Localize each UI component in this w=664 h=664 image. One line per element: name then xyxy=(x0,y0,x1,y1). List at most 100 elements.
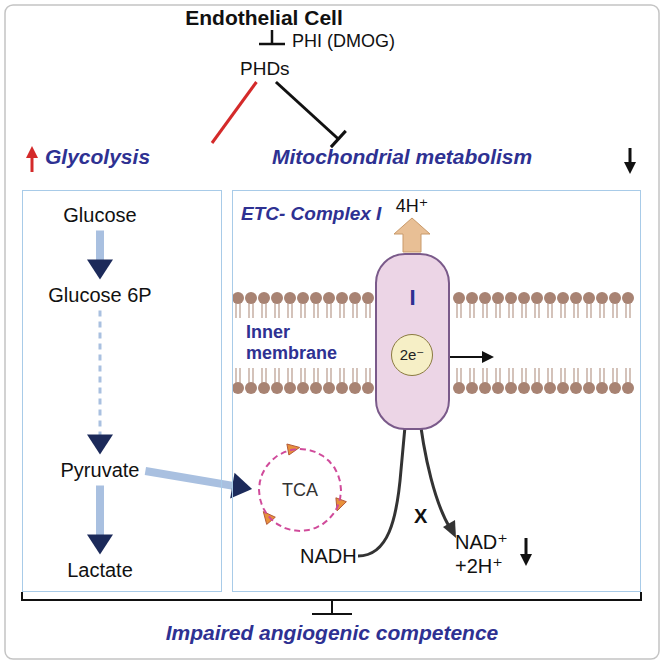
lipid-head xyxy=(492,292,504,304)
lipid-tail xyxy=(512,368,513,383)
lipid-head xyxy=(505,382,517,394)
connector xyxy=(87,231,113,280)
lipid-tail xyxy=(330,303,331,318)
lipid-tail xyxy=(261,303,262,318)
lipid-head xyxy=(570,292,582,304)
lipid-tail xyxy=(538,303,539,318)
lipid-head xyxy=(479,292,491,304)
lipid-tail xyxy=(560,303,561,318)
cell-frame xyxy=(5,5,659,659)
lipid-tail xyxy=(300,303,301,318)
cycle-circle: TCA xyxy=(258,448,342,532)
lipid-tail xyxy=(616,368,617,383)
lipid-tail xyxy=(486,368,487,383)
enzyme-label: PHDs xyxy=(237,56,293,82)
lipid-tail xyxy=(248,303,249,318)
increase-arrow xyxy=(26,146,38,172)
lipid-tail xyxy=(235,368,236,383)
lipid-tail xyxy=(629,303,630,318)
lipid-tail xyxy=(482,368,483,383)
electron-circle: 2e⁻ xyxy=(391,334,433,376)
lipid-tail xyxy=(590,368,591,383)
connector-line xyxy=(98,311,101,436)
lipid-tail xyxy=(551,368,552,383)
lipid-tail xyxy=(499,368,500,383)
lipid-tail xyxy=(313,368,314,383)
lipid-tail xyxy=(508,368,509,383)
lipid-head xyxy=(271,382,283,394)
node-text: Mitochondrial metabolism xyxy=(272,145,532,169)
cycle-arrows xyxy=(263,444,346,524)
lipid-tail xyxy=(274,368,275,383)
lipid-tail xyxy=(599,368,600,383)
node-text: Glucose 6P xyxy=(48,284,151,307)
lipid-head xyxy=(466,382,478,394)
lipid-tail xyxy=(304,368,305,383)
lipid-head xyxy=(258,382,270,394)
lipid-tail xyxy=(313,303,314,318)
connector xyxy=(212,82,256,143)
lipid-tail xyxy=(287,303,288,318)
inhibition-symbol xyxy=(259,30,285,44)
lipid-tail xyxy=(612,303,613,318)
metabolite: Glucose xyxy=(63,204,136,227)
lipid-tail xyxy=(317,368,318,383)
lipid-tail xyxy=(590,303,591,318)
lipid-tail xyxy=(330,368,331,383)
bracket xyxy=(22,592,641,614)
lipid-tail xyxy=(495,303,496,318)
lipid-tail xyxy=(469,303,470,318)
lipid-head xyxy=(245,382,257,394)
lipid-tail xyxy=(339,303,340,318)
lipid-head xyxy=(609,382,621,394)
lipid-head xyxy=(557,292,569,304)
lipid-tail xyxy=(291,368,292,383)
lipid-tail xyxy=(508,303,509,318)
lipid-head xyxy=(297,292,309,304)
lipid-tail xyxy=(473,368,474,383)
complex-i: I2e⁻ xyxy=(375,253,450,430)
lipid-head xyxy=(466,292,478,304)
lipid-tail xyxy=(261,368,262,383)
lipid-tail xyxy=(239,303,240,318)
connector xyxy=(87,311,113,455)
connector-line xyxy=(276,82,338,139)
lipid-tail xyxy=(278,368,279,383)
lipid-tail xyxy=(235,303,236,318)
panel-border xyxy=(22,190,222,592)
lipid-head xyxy=(362,292,374,304)
cycle-arrowhead xyxy=(336,498,347,511)
arrowhead xyxy=(87,434,113,454)
lipid-tail xyxy=(538,368,539,383)
lipid-tail xyxy=(456,303,457,318)
pathway-panel: GlycolysisGlucoseGlucose 6PPyruvateLacta… xyxy=(22,143,222,592)
lipid-head xyxy=(323,382,335,394)
lipid-tail xyxy=(625,303,626,318)
connector-line xyxy=(145,471,233,486)
lipid-head xyxy=(453,292,465,304)
lipid-tail xyxy=(278,303,279,318)
lipid-head xyxy=(518,382,530,394)
lipid-tail xyxy=(616,303,617,318)
lipid-head xyxy=(609,292,621,304)
lipid-head xyxy=(310,382,322,394)
node-text: Pyruvate xyxy=(61,459,140,482)
lipid-head xyxy=(544,292,556,304)
cycle-arrowhead xyxy=(263,512,275,525)
lipid-head xyxy=(505,292,517,304)
lipid-tail xyxy=(612,368,613,383)
lipid-head xyxy=(310,292,322,304)
lipid-tail xyxy=(239,368,240,383)
lipid-head xyxy=(492,382,504,394)
lipid-head xyxy=(349,382,361,394)
lipid-tail xyxy=(547,303,548,318)
lipid-head xyxy=(232,382,244,394)
lipid-tail xyxy=(326,368,327,383)
lipid-tail xyxy=(304,303,305,318)
lipid-tail xyxy=(534,303,535,318)
lipid-tail xyxy=(577,303,578,318)
lipid-tail xyxy=(564,368,565,383)
lipid-head xyxy=(349,292,361,304)
lipid-head xyxy=(583,382,595,394)
lipid-tail xyxy=(365,303,366,318)
